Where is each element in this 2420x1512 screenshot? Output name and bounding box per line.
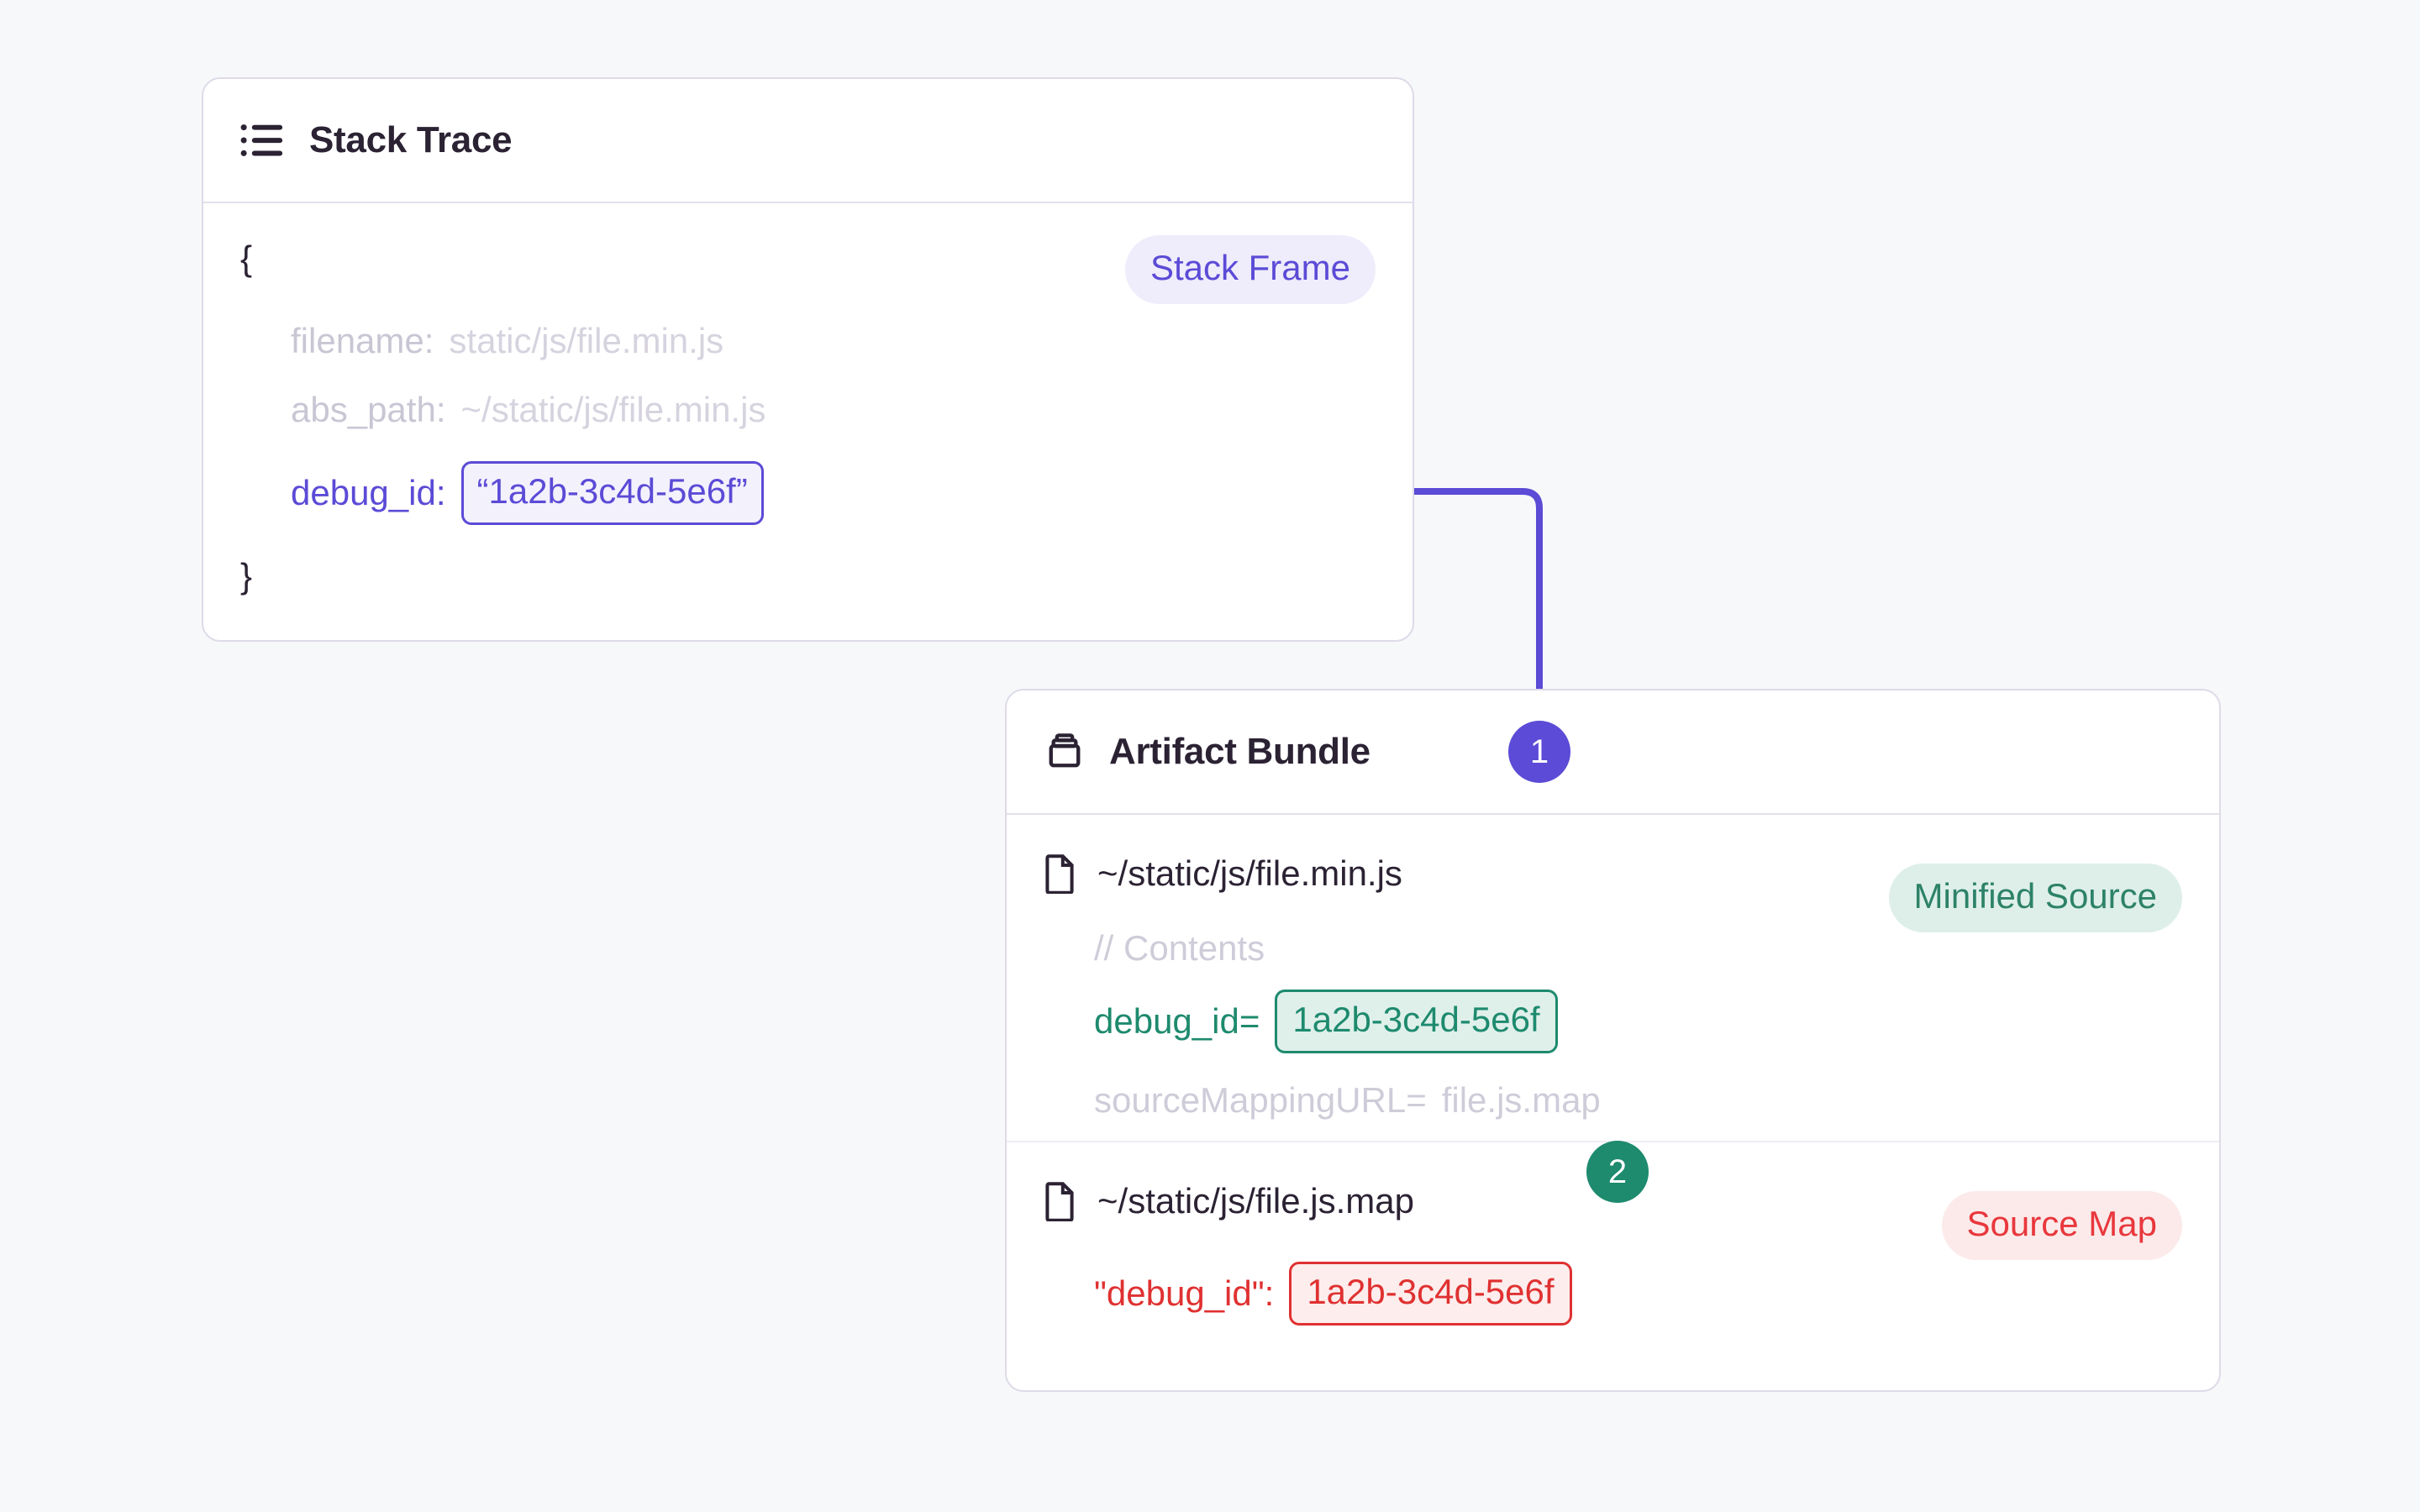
- source-map-badge: Source Map: [1941, 1191, 2182, 1260]
- source-mapping-url-line: sourceMappingURL= file.js.map: [1044, 1060, 2182, 1141]
- stack-trace-title: Stack Trace: [309, 119, 513, 160]
- minified-source-file-name: ~/static/js/file.min.js: [1097, 853, 1402, 893]
- contents-comment-text: // Contents: [1094, 928, 1265, 968]
- json-open-brace: {: [240, 240, 1376, 277]
- step-badge-2-label: 2: [1607, 1152, 1628, 1190]
- open-brace-glyph: {: [240, 239, 253, 278]
- artifact-bundle-title: Artifact Bundle: [1109, 731, 1370, 772]
- source-map-file-row[interactable]: ~/static/js/file.js.map: [1044, 1161, 2182, 1242]
- field-abs-path: abs_path: ~/static/js/file.min.js: [240, 391, 1376, 428]
- list-icon: [240, 122, 286, 159]
- archive-icon: [1044, 731, 1086, 773]
- source-map-section: ~/static/js/file.js.map Source Map "debu…: [1007, 1161, 2219, 1336]
- source-map-file-name: ~/static/js/file.js.map: [1097, 1181, 1414, 1221]
- step-badge-1: 1: [1508, 721, 1570, 783]
- source-mapping-url-key: sourceMappingURL=: [1094, 1080, 1427, 1120]
- filename-key: filename:: [291, 321, 434, 360]
- field-debug-id: debug_id: “1a2b-3c4d-5e6f”: [240, 460, 1376, 526]
- debug-id-key: debug_id:: [291, 473, 446, 512]
- source-mapping-url-value: file.js.map: [1441, 1080, 1601, 1120]
- source-map-debug-id-key: "debug_id":: [1094, 1273, 1275, 1313]
- stack-trace-body: Stack Frame { filename: static/js/file.m…: [203, 203, 1413, 595]
- minified-source-debug-id-value[interactable]: 1a2b-3c4d-5e6f: [1275, 990, 1558, 1053]
- artifact-bundle-card: Artifact Bundle ~/static/js/file.min.js …: [1005, 689, 2221, 1392]
- field-filename: filename: static/js/file.min.js: [240, 323, 1376, 360]
- source-map-debug-id-value[interactable]: 1a2b-3c4d-5e6f: [1289, 1262, 1572, 1326]
- stack-trace-debug-id-value[interactable]: “1a2b-3c4d-5e6f”: [460, 461, 764, 525]
- abs-path-value: ~/static/js/file.min.js: [460, 390, 766, 429]
- file-icon: [1044, 853, 1077, 894]
- abs-path-key: abs_path:: [291, 390, 446, 429]
- file-icon: [1044, 1181, 1077, 1221]
- stack-frame-badge: Stack Frame: [1124, 235, 1376, 304]
- stack-trace-card: Stack Trace Stack Frame { filename: stat…: [202, 77, 1414, 642]
- minified-debug-id-key: debug_id=: [1094, 1001, 1260, 1041]
- minified-source-badge: Minified Source: [1888, 864, 2182, 932]
- source-map-debug-id-line: "debug_id": 1a2b-3c4d-5e6f: [1044, 1252, 2182, 1336]
- stack-trace-header: Stack Trace: [203, 79, 1413, 203]
- minified-debug-id-line: debug_id= 1a2b-3c4d-5e6f: [1044, 983, 2182, 1060]
- artifact-bundle-header: Artifact Bundle: [1007, 690, 2219, 815]
- json-close-brace: }: [240, 558, 1376, 595]
- filename-value: static/js/file.min.js: [449, 321, 724, 360]
- step-badge-2: 2: [1586, 1141, 1649, 1203]
- minified-source-section: ~/static/js/file.min.js Minified Source …: [1007, 833, 2219, 1142]
- close-brace-glyph: }: [240, 556, 253, 596]
- step-badge-1-label: 1: [1529, 732, 1549, 770]
